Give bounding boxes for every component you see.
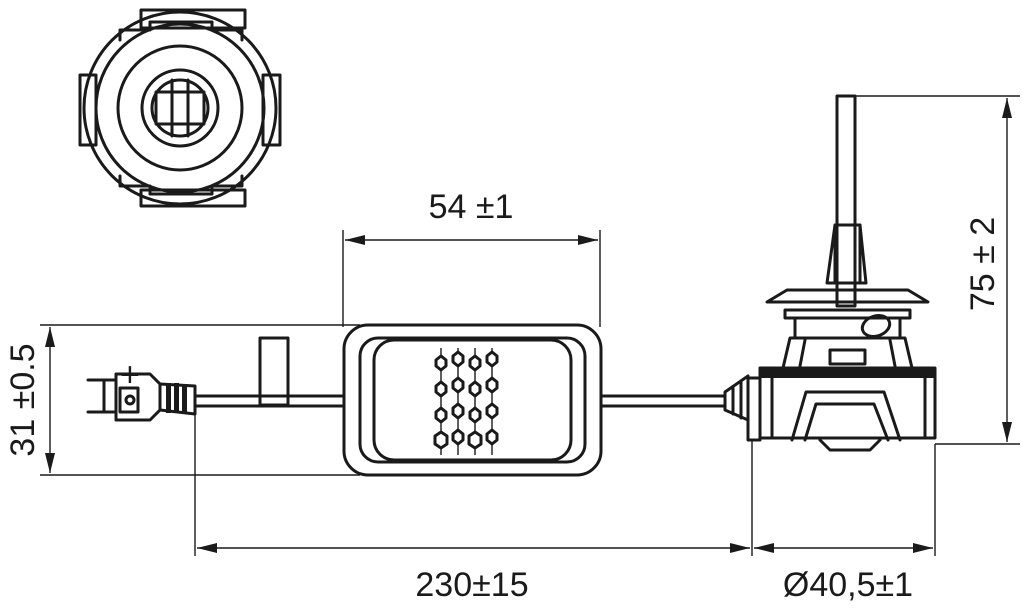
dimension-bulb-height: 75 ± 2 <box>855 95 1020 445</box>
cables <box>193 336 727 408</box>
driver-module <box>342 323 603 477</box>
dimension-cable-length: 230±15 <box>194 414 753 604</box>
plus-sign-icon: + <box>120 356 140 394</box>
dimension-base-diameter: Ø40,5±1 <box>754 444 936 604</box>
dimension-label-driver-length: 54 ±1 <box>429 188 514 226</box>
led-bulb <box>723 94 937 452</box>
dimension-driver-length: 54 ±1 <box>342 188 601 327</box>
dimension-driver-height: 31 ±0.5 <box>4 324 360 476</box>
socket-end-view <box>78 8 282 208</box>
power-connector: + <box>86 356 197 422</box>
dimension-label-driver-height: 31 ±0.5 <box>4 343 42 456</box>
dimension-label-base-diameter: Ø40,5±1 <box>783 566 913 604</box>
dimension-label-bulb-height: 75 ± 2 <box>964 217 1002 311</box>
cable-clip <box>258 336 290 407</box>
dimension-label-cable-length: 230±15 <box>415 566 528 604</box>
heatsink-pattern <box>433 348 499 455</box>
